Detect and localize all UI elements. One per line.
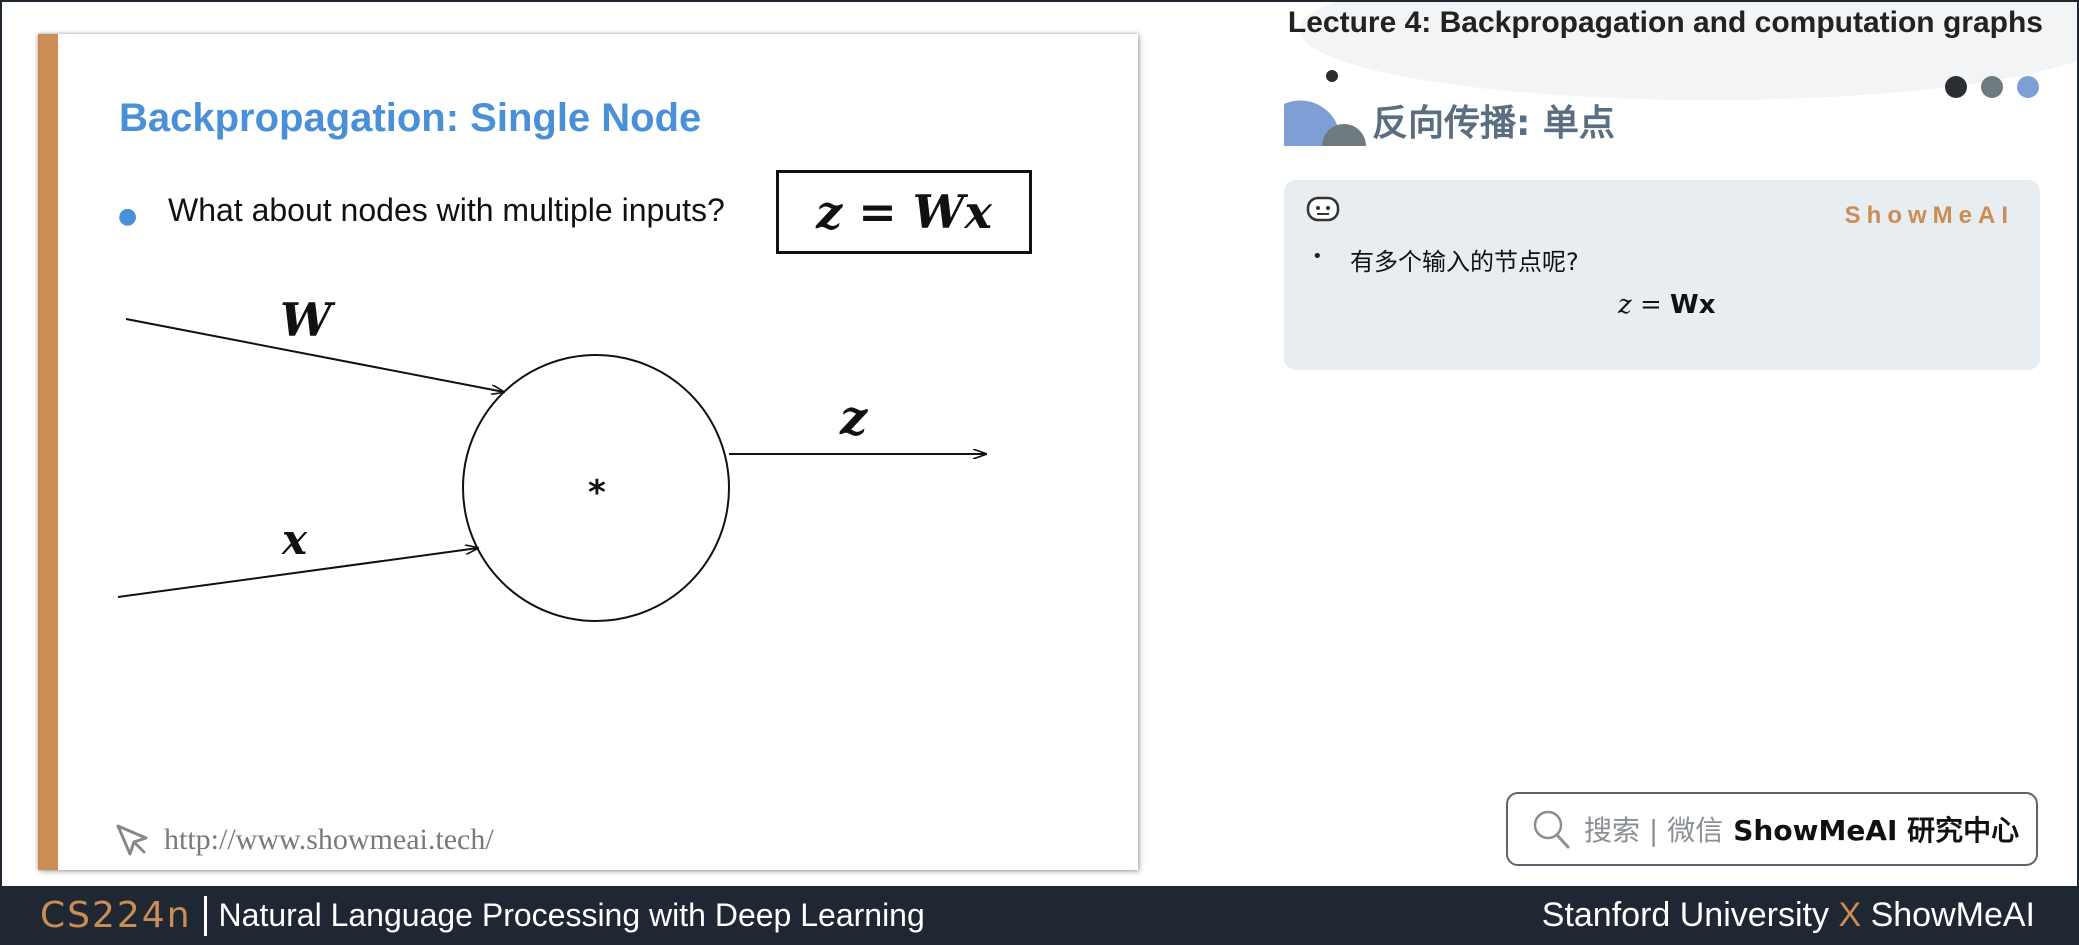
nav-dot[interactable] bbox=[1981, 76, 2003, 98]
input-edge-x bbox=[117, 548, 478, 598]
org-x: X bbox=[1838, 896, 1862, 934]
section-decoration-icon bbox=[1284, 70, 1366, 146]
eq-rhs: Wx bbox=[1670, 290, 1716, 320]
section-title: 反向传播: 单点 bbox=[1372, 103, 1615, 144]
footer-separator bbox=[203, 895, 207, 936]
slide-accent-bar bbox=[38, 34, 58, 870]
search-hint: 搜索 | 微信 bbox=[1584, 814, 1724, 847]
slide-url-row[interactable]: http://www.showmeai.tech/ bbox=[110, 818, 494, 862]
footer-orgs: Stanford University X ShowMeAI bbox=[1542, 896, 2035, 935]
search-box[interactable]: 搜索 | 微信 ShowMeAI 研究中心 bbox=[1506, 792, 2038, 866]
bullet-dot: ● bbox=[118, 204, 138, 229]
course-code: CS224n bbox=[40, 895, 192, 936]
note-equation: z = Wx bbox=[1618, 290, 1715, 320]
equation-box: z = Wx bbox=[776, 170, 1032, 254]
nav-dot[interactable] bbox=[2017, 76, 2039, 98]
cursor-click-icon bbox=[116, 824, 148, 856]
node-operator: * bbox=[588, 473, 606, 513]
note-bullet: 有多个输入的节点呢? bbox=[1350, 248, 1579, 276]
robot-icon bbox=[1306, 196, 1340, 222]
bullet-dot: • bbox=[1312, 246, 1323, 267]
brand-label: ShowMeAI bbox=[1844, 202, 2014, 229]
lecture-title: Lecture 4: Backpropagation and computati… bbox=[1287, 6, 2043, 39]
label-x: x bbox=[281, 515, 308, 564]
computation-graph-diagram: W x * z bbox=[117, 293, 1138, 622]
slide-bullet: What about nodes with multiple inputs? bbox=[168, 192, 725, 228]
nav-dot[interactable] bbox=[1945, 76, 1967, 98]
eq-variable: z bbox=[1618, 290, 1632, 320]
operation-node bbox=[462, 354, 730, 622]
org-showmeai: ShowMeAI bbox=[1870, 896, 2035, 934]
org-stanford: Stanford University bbox=[1541, 896, 1829, 934]
slide-url-link[interactable]: http://www.showmeai.tech/ bbox=[164, 823, 494, 856]
footer-bar: CS224n Natural Language Processing with … bbox=[0, 886, 2079, 945]
search-brand: ShowMeAI 研究中心 bbox=[1733, 814, 2020, 847]
input-edge-W bbox=[125, 318, 504, 392]
course-name: Natural Language Processing with Deep Le… bbox=[218, 897, 925, 933]
label-z: z bbox=[839, 390, 869, 446]
slide-nav-dots bbox=[1945, 76, 2039, 98]
label-W: W bbox=[280, 293, 336, 347]
slide-panel: Backpropagation: Single Node ● What abou… bbox=[38, 34, 1138, 870]
eq-operator: = bbox=[1639, 290, 1662, 320]
slide-title: Backpropagation: Single Node bbox=[119, 96, 702, 140]
search-icon bbox=[1533, 810, 1570, 849]
note-card: ShowMeAI • 有多个输入的节点呢? z = Wx bbox=[1284, 180, 2040, 370]
